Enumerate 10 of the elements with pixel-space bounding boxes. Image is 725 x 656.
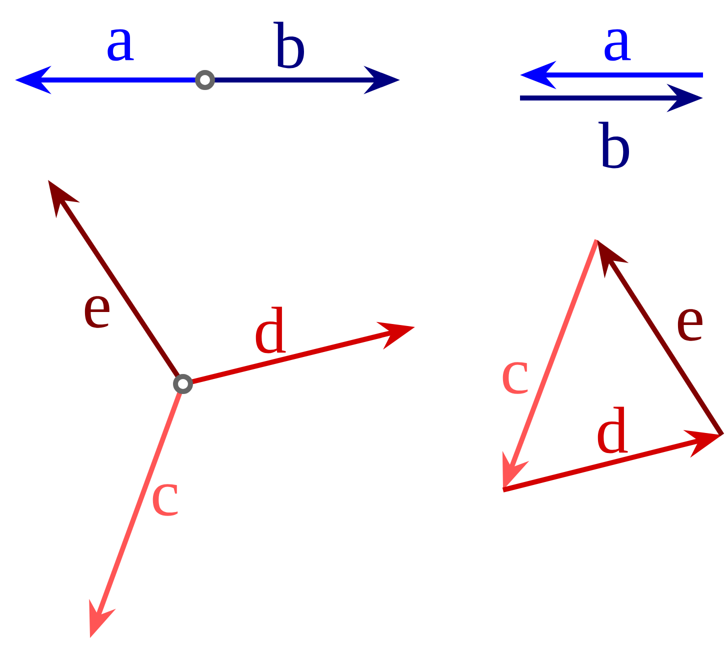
vector-label: c	[152, 484, 178, 516]
vector-label: e	[84, 296, 110, 328]
vector-label: a	[108, 29, 134, 61]
vector-label: c	[502, 362, 528, 394]
vector-label: b	[598, 122, 629, 168]
vector-label: e	[678, 309, 702, 341]
vector-label: d	[256, 306, 286, 354]
vector-label: b	[274, 22, 304, 68]
vector-label: d	[598, 406, 628, 454]
vector-label: a	[604, 29, 631, 61]
